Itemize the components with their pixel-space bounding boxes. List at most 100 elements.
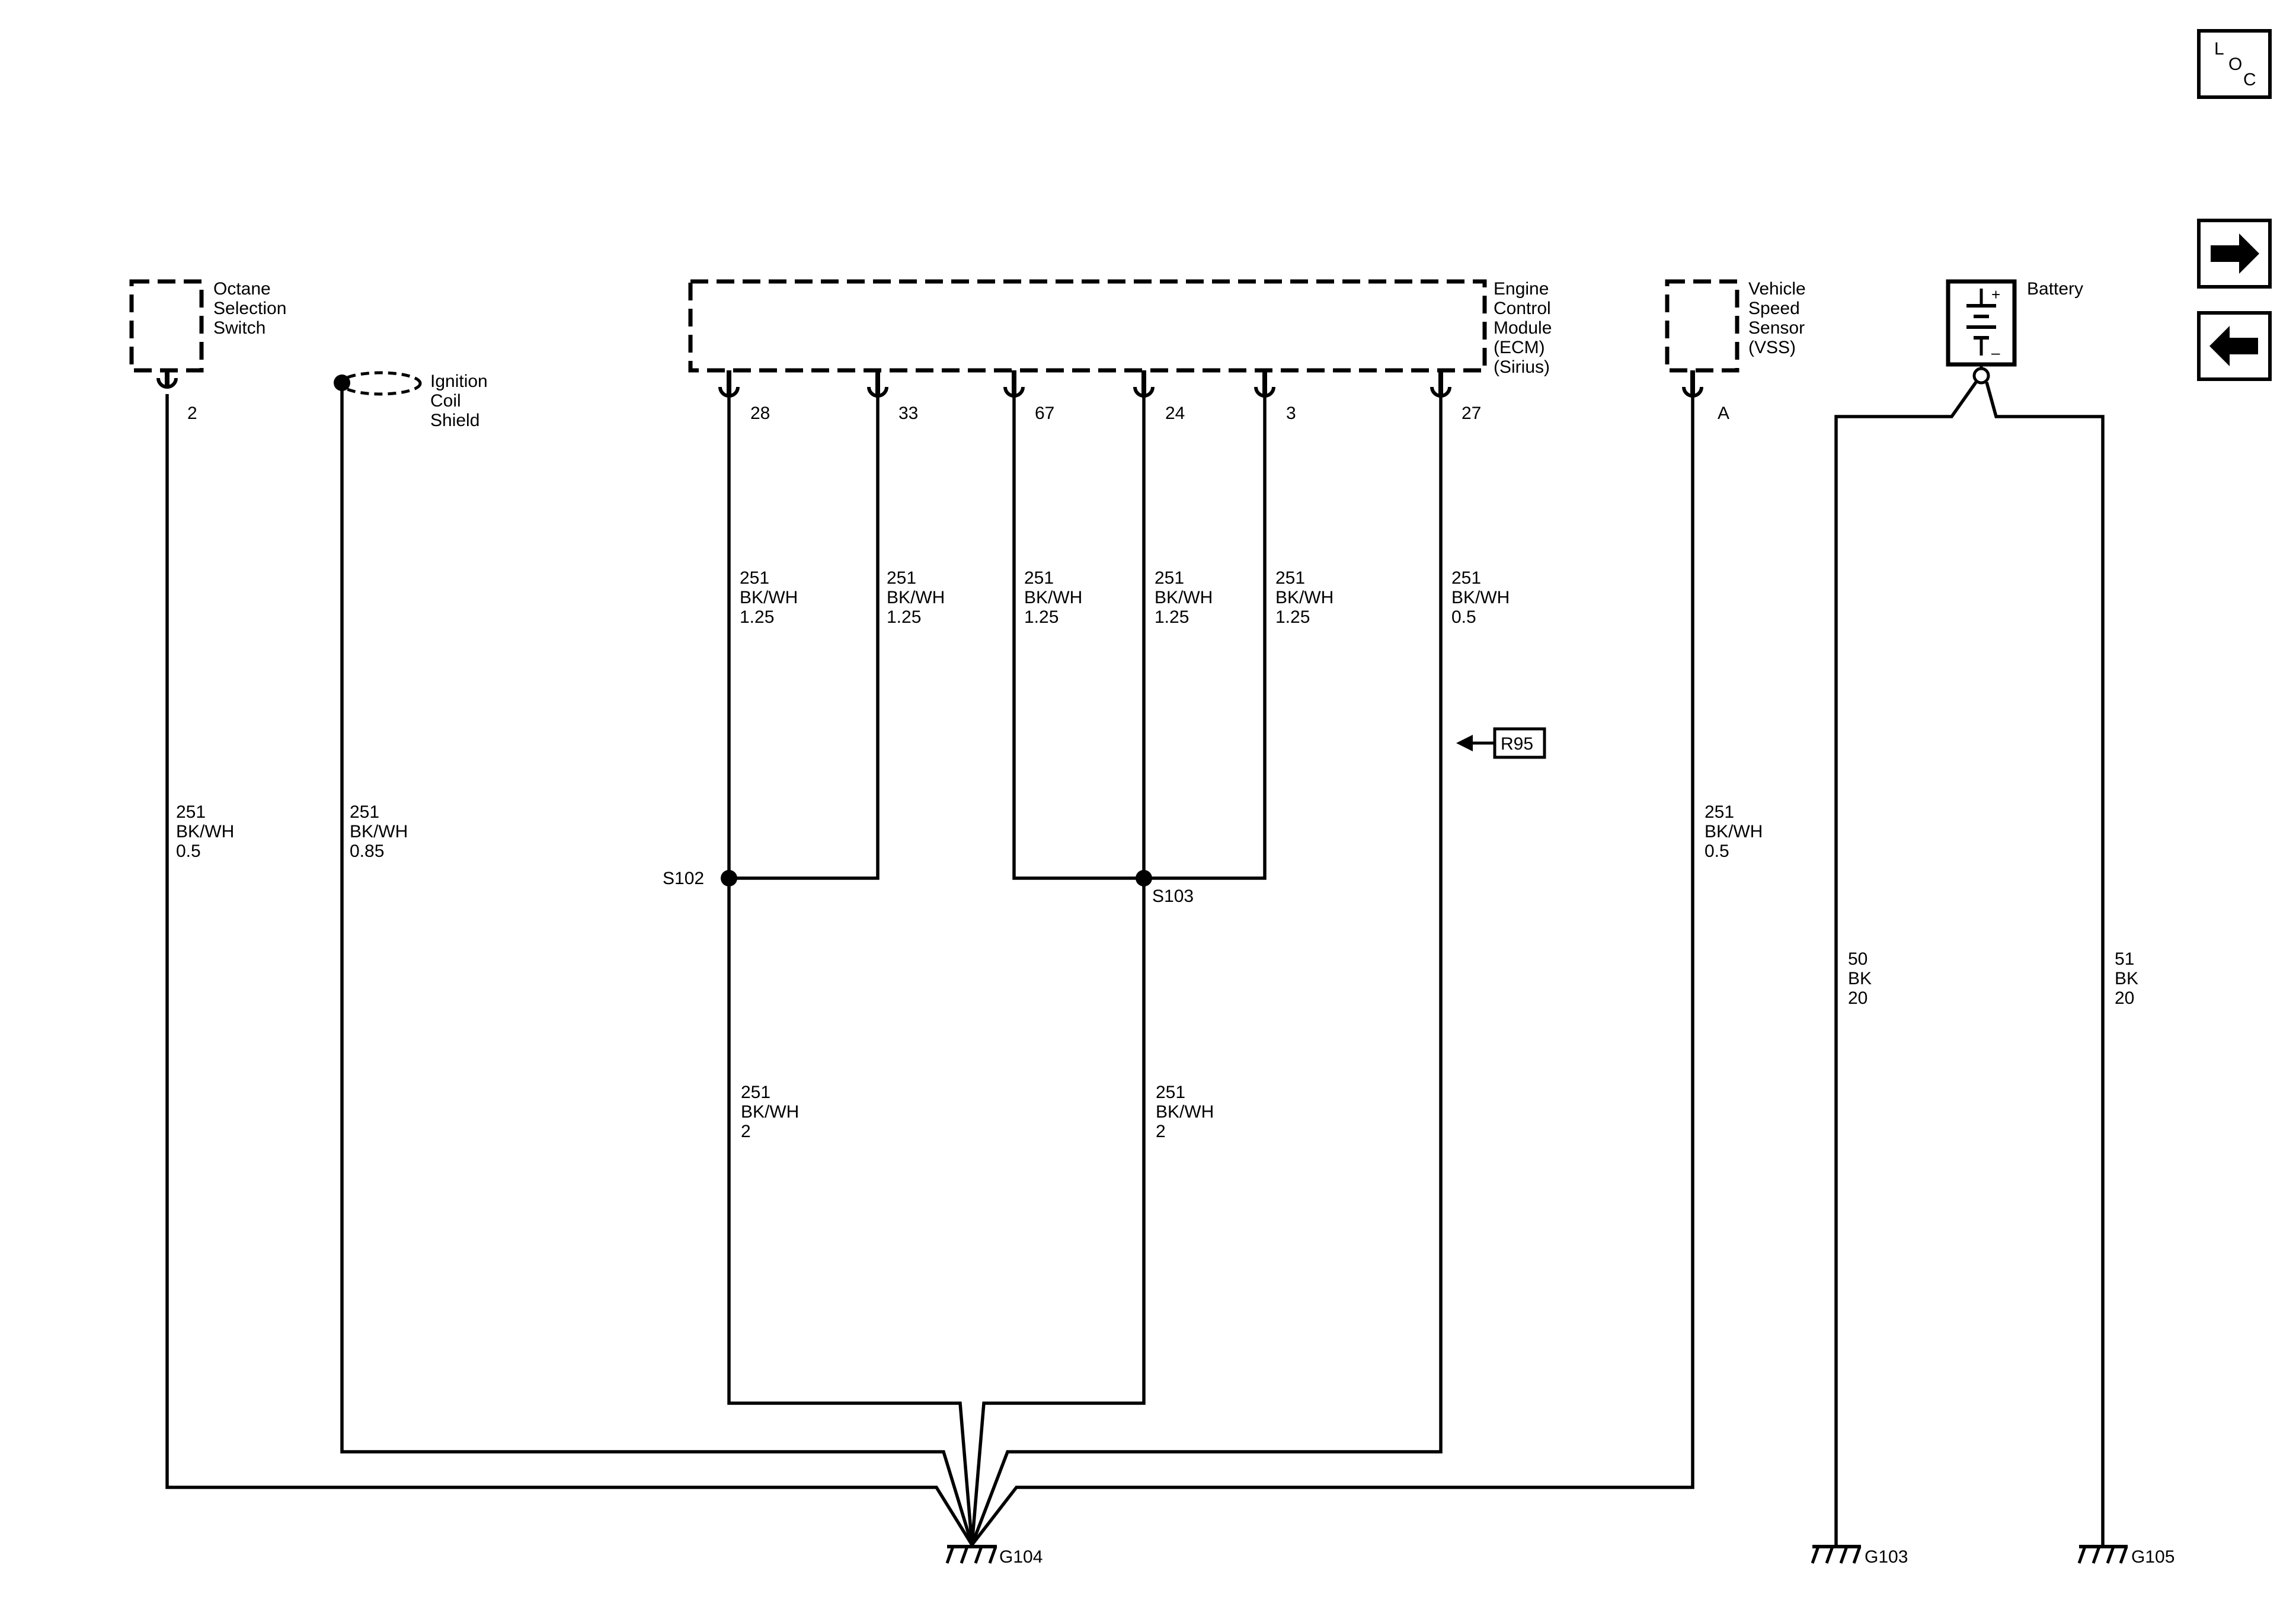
pin-67-label: 67 [1035, 404, 1054, 423]
pin-3-label: 3 [1286, 404, 1296, 423]
battery-minus: – [1991, 344, 2000, 361]
wire-size: 20 [1848, 988, 1868, 1008]
pin-octane-2: 2 [156, 370, 197, 423]
wire-ecm-24 [970, 394, 1146, 1545]
wire-circuit: 251 [1451, 568, 1481, 588]
engine-control-module: Engine Control Module (ECM) (Sirius) [688, 279, 1552, 377]
wire-circuit: 251 [1156, 1083, 1185, 1102]
label-wire-24: 251 BK/WH 1.25 [1155, 568, 1213, 627]
shield-label-line3: Shield [430, 411, 479, 430]
wire-size: 20 [2115, 988, 2134, 1008]
ground-g103: G103 [1811, 1545, 1908, 1567]
pin-octane-label: 2 [187, 404, 197, 423]
wire-circuit: 251 [1155, 568, 1184, 588]
wire-circuit: 251 [1024, 568, 1054, 588]
wire-circuit: 251 [176, 802, 206, 822]
ground-g104: G104 [945, 1545, 1043, 1567]
octane-label-line1: Octane [213, 279, 271, 299]
wire-size: 1.25 [1155, 607, 1189, 627]
wire-ecm-27 [970, 394, 1443, 1545]
loc-letter-l: L [2214, 39, 2224, 59]
wire-color: BK/WH [740, 588, 798, 607]
battery-terminal [1972, 367, 1990, 385]
shield-label-line1: Ignition [430, 372, 488, 391]
pin-33-label: 33 [898, 404, 918, 423]
vss-label-line4: (VSS) [1748, 338, 1796, 357]
octane-label-line3: Switch [213, 318, 266, 338]
battery-label: Battery [2027, 279, 2083, 299]
wire-circuit: 251 [1705, 802, 1734, 822]
wire-color: BK/WH [1155, 588, 1213, 607]
wire-size: 0.5 [176, 841, 201, 861]
wire-circuit: 251 [1275, 568, 1305, 588]
wire-size: 1.25 [1024, 607, 1059, 627]
wire-octane [165, 394, 974, 1546]
label-wire-28: 251 BK/WH 1.25 [740, 568, 798, 627]
pin-vss-a: A [1682, 370, 1729, 423]
ground-g104-label: G104 [999, 1547, 1043, 1567]
wire-color: BK/WH [350, 822, 408, 841]
wire-ecm-67 [1012, 394, 1144, 880]
label-wire-vss: 251 BK/WH 0.5 [1705, 802, 1763, 861]
wire-size: 0.5 [1451, 607, 1476, 627]
next-page-button[interactable] [2197, 219, 2272, 289]
wire-ecm-28 [727, 394, 974, 1545]
label-wire-octane: 251 BK/WH 0.5 [176, 802, 234, 861]
wire-size: 2 [1156, 1122, 1166, 1141]
loc-button[interactable]: L O C [2197, 29, 2272, 99]
wire-size: 1.25 [740, 607, 774, 627]
ground-g105: G105 [2077, 1545, 2175, 1567]
reference-r95[interactable]: R95 [1456, 727, 1546, 759]
splice-s103-label: S103 [1152, 886, 1194, 906]
ecm-label-line1: Engine [1494, 279, 1549, 299]
wire-color: BK/WH [176, 822, 234, 841]
wire-size: 1.25 [1275, 607, 1310, 627]
octane-label-line2: Selection [213, 299, 286, 318]
loc-letter-o: O [2228, 55, 2242, 74]
wire-color: BK/WH [1156, 1102, 1214, 1122]
label-wire-s103: 251 BK/WH 2 [1156, 1083, 1214, 1141]
wire-color: BK/WH [1024, 588, 1082, 607]
previous-page-button[interactable] [2197, 311, 2272, 381]
wire-color: BK/WH [741, 1102, 799, 1122]
reference-label: R95 [1501, 734, 1533, 754]
label-wire-s102: 251 BK/WH 2 [741, 1083, 799, 1141]
ground-g105-label: G105 [2131, 1547, 2175, 1567]
vss-label-line3: Sensor [1748, 318, 1805, 338]
pin-ecm-3: 3 [1254, 370, 1296, 423]
wire-vss [970, 394, 1694, 1546]
wire-circuit: 251 [741, 1083, 770, 1102]
pin-28-label: 28 [750, 404, 770, 423]
reference-arrow-icon [1456, 735, 1473, 751]
battery: + – Battery [1946, 279, 2083, 385]
pin-27-label: 27 [1462, 404, 1481, 423]
splice-s103-dot [1136, 870, 1152, 886]
vss-label-line2: Speed [1748, 299, 1800, 318]
wire-color: BK/WH [887, 588, 945, 607]
ecm-label-line4: (ECM) [1494, 338, 1545, 357]
wire-battery-g103 [1834, 381, 1978, 1547]
wire-size: 1.25 [887, 607, 921, 627]
ignition-coil-shield: Ignition Coil Shield [334, 371, 488, 430]
ecm-label-line2: Control [1494, 299, 1551, 318]
splice-s102-dot [721, 870, 737, 886]
wire-labels: 251 BK/WH 0.5 251 BK/WH 0.85 251 BK/WH 1… [176, 568, 2138, 1141]
label-wire-battery-right: 51 BK 20 [2115, 949, 2138, 1008]
arrow-right-icon [2211, 233, 2259, 274]
wire-color: BK/WH [1275, 588, 1334, 607]
pin-ecm-28: 28 [718, 370, 770, 423]
loc-letter-c: C [2243, 70, 2256, 89]
wire-color: BK/WH [1705, 822, 1763, 841]
wire-circuit: 251 [887, 568, 916, 588]
wire-ecm-33 [729, 394, 880, 880]
label-wire-ignition: 251 BK/WH 0.85 [350, 802, 408, 861]
wire-ignition-shield [340, 383, 974, 1545]
pin-vss-label: A [1718, 404, 1729, 423]
ground-g103-label: G103 [1865, 1547, 1908, 1567]
wire-size: 0.85 [350, 841, 384, 861]
vss-label-line1: Vehicle [1748, 279, 1806, 299]
ecm-label-line3: Module [1494, 318, 1552, 338]
wire-circuit: 251 [350, 802, 379, 822]
battery-plus: + [1991, 286, 2000, 303]
